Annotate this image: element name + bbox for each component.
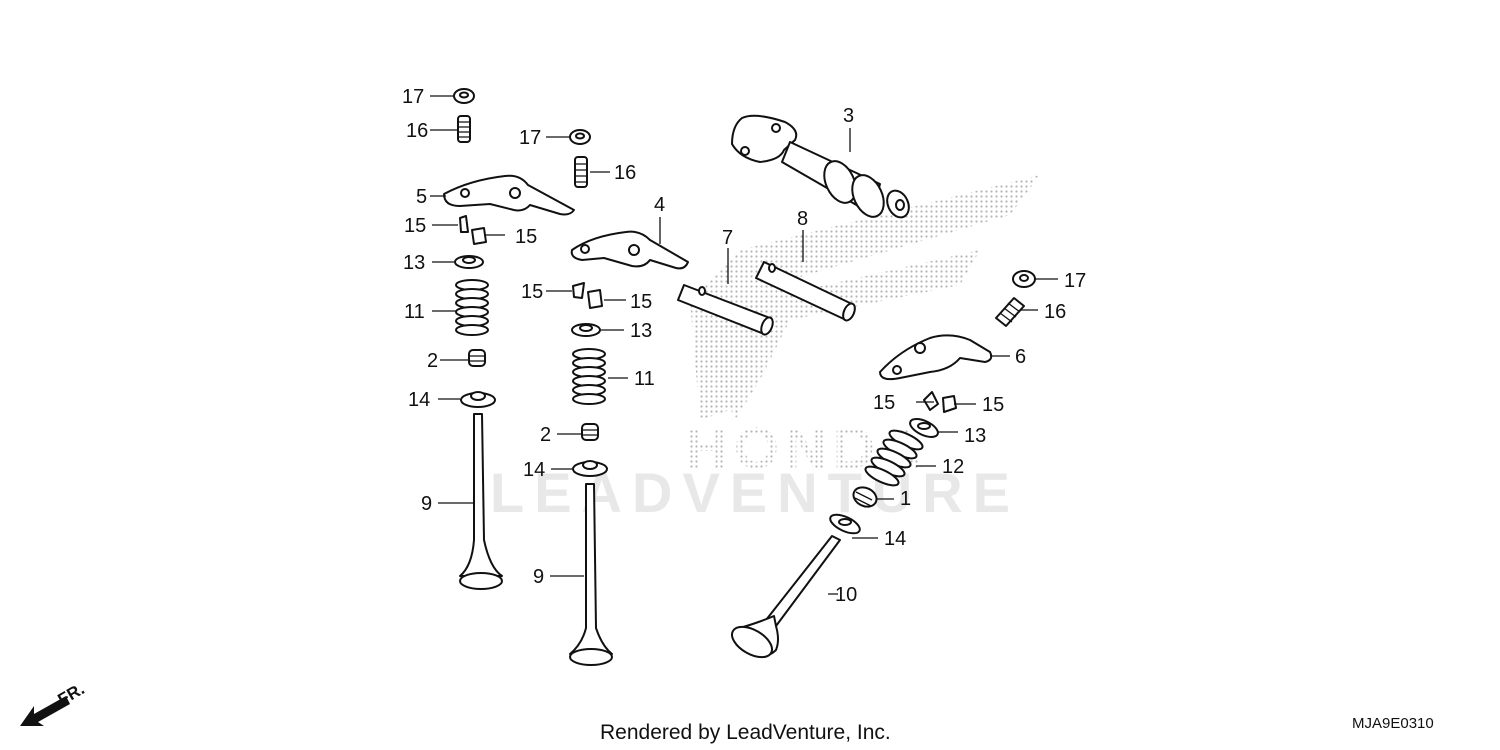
nut-17-left <box>453 88 475 104</box>
rocker-arm-6 <box>879 334 993 381</box>
rocker-arm-5 <box>443 174 575 216</box>
camshaft-3 <box>731 114 910 219</box>
callout-14: 14 <box>884 528 906 550</box>
callout-2: 2 <box>540 424 551 446</box>
callout-2: 2 <box>427 350 438 372</box>
callout-3: 3 <box>843 105 854 127</box>
callout-14: 14 <box>523 459 545 481</box>
cotter-15-left-b <box>471 227 487 245</box>
callout-8: 8 <box>797 208 808 230</box>
callout-15: 15 <box>982 394 1004 416</box>
callout-1: 1 <box>900 488 911 510</box>
callout-15: 15 <box>515 226 537 248</box>
adjuster-screw-16-middle <box>574 156 588 188</box>
callout-5: 5 <box>416 186 427 208</box>
cotter-15-right-a <box>923 391 939 411</box>
stem-seal-2-middle <box>581 423 599 441</box>
callout-10: 10 <box>835 584 857 606</box>
callout-15: 15 <box>630 291 652 313</box>
rocker-shaft-7 <box>677 284 774 336</box>
callout-17: 17 <box>1064 270 1086 292</box>
callout-15: 15 <box>404 215 426 237</box>
honda-wing-watermark <box>690 175 1040 420</box>
front-arrow-icon <box>20 696 70 726</box>
callout-7: 7 <box>722 227 733 249</box>
cotter-15-right-b <box>942 395 957 413</box>
spring-seat-14-left <box>460 391 496 408</box>
retainer-13-middle <box>571 323 601 337</box>
callout-12: 12 <box>942 456 964 478</box>
valve-spring-11-middle <box>572 348 606 405</box>
cotter-15-mid-b <box>587 289 603 309</box>
valve-spring-11-left <box>455 279 489 336</box>
exhaust-valve-10 <box>731 535 841 659</box>
callout-16: 16 <box>614 162 636 184</box>
cotter-15-mid-a <box>572 282 585 299</box>
adjuster-screw-16-left <box>457 115 471 143</box>
callout-4: 4 <box>654 194 665 216</box>
callout-17: 17 <box>402 86 424 108</box>
diagram-code: MJA9E0310 <box>1352 715 1434 732</box>
stem-seal-2-left <box>468 349 486 367</box>
retainer-13-right <box>909 418 939 438</box>
rocker-arm-4 <box>570 230 689 270</box>
cotter-15-left-a <box>459 215 469 233</box>
callout-13: 13 <box>964 425 986 447</box>
retainer-13-left <box>454 255 484 269</box>
leader-lines <box>430 95 1058 595</box>
rocker-shaft-8 <box>755 261 856 322</box>
callout-13: 13 <box>630 320 652 342</box>
callout-15: 15 <box>521 281 543 303</box>
nut-17-middle <box>569 129 591 145</box>
dealer-watermark: LEADVENTURE <box>490 461 1020 524</box>
callout-9: 9 <box>533 566 544 588</box>
callout-14: 14 <box>408 389 430 411</box>
valve-9-middle <box>569 483 613 666</box>
nut-17-right <box>1012 270 1036 288</box>
stem-seal-1 <box>852 486 878 508</box>
callout-13: 13 <box>403 252 425 274</box>
footer-credit: Rendered by LeadVenture, Inc. <box>600 721 891 744</box>
callout-6: 6 <box>1015 346 1026 368</box>
valve-spring-12 <box>864 429 924 487</box>
spring-seat-14-middle <box>572 460 608 477</box>
spring-seat-14-right <box>829 513 861 535</box>
callout-11: 11 <box>404 301 425 323</box>
callout-15: 15 <box>873 392 895 414</box>
adjuster-screw-16-right <box>995 297 1025 327</box>
callout-11: 11 <box>634 368 655 390</box>
callout-16: 16 <box>406 120 428 142</box>
callout-9: 9 <box>421 493 432 515</box>
valve-9-left <box>459 413 503 590</box>
callout-17: 17 <box>519 127 541 149</box>
callout-16: 16 <box>1044 301 1066 323</box>
